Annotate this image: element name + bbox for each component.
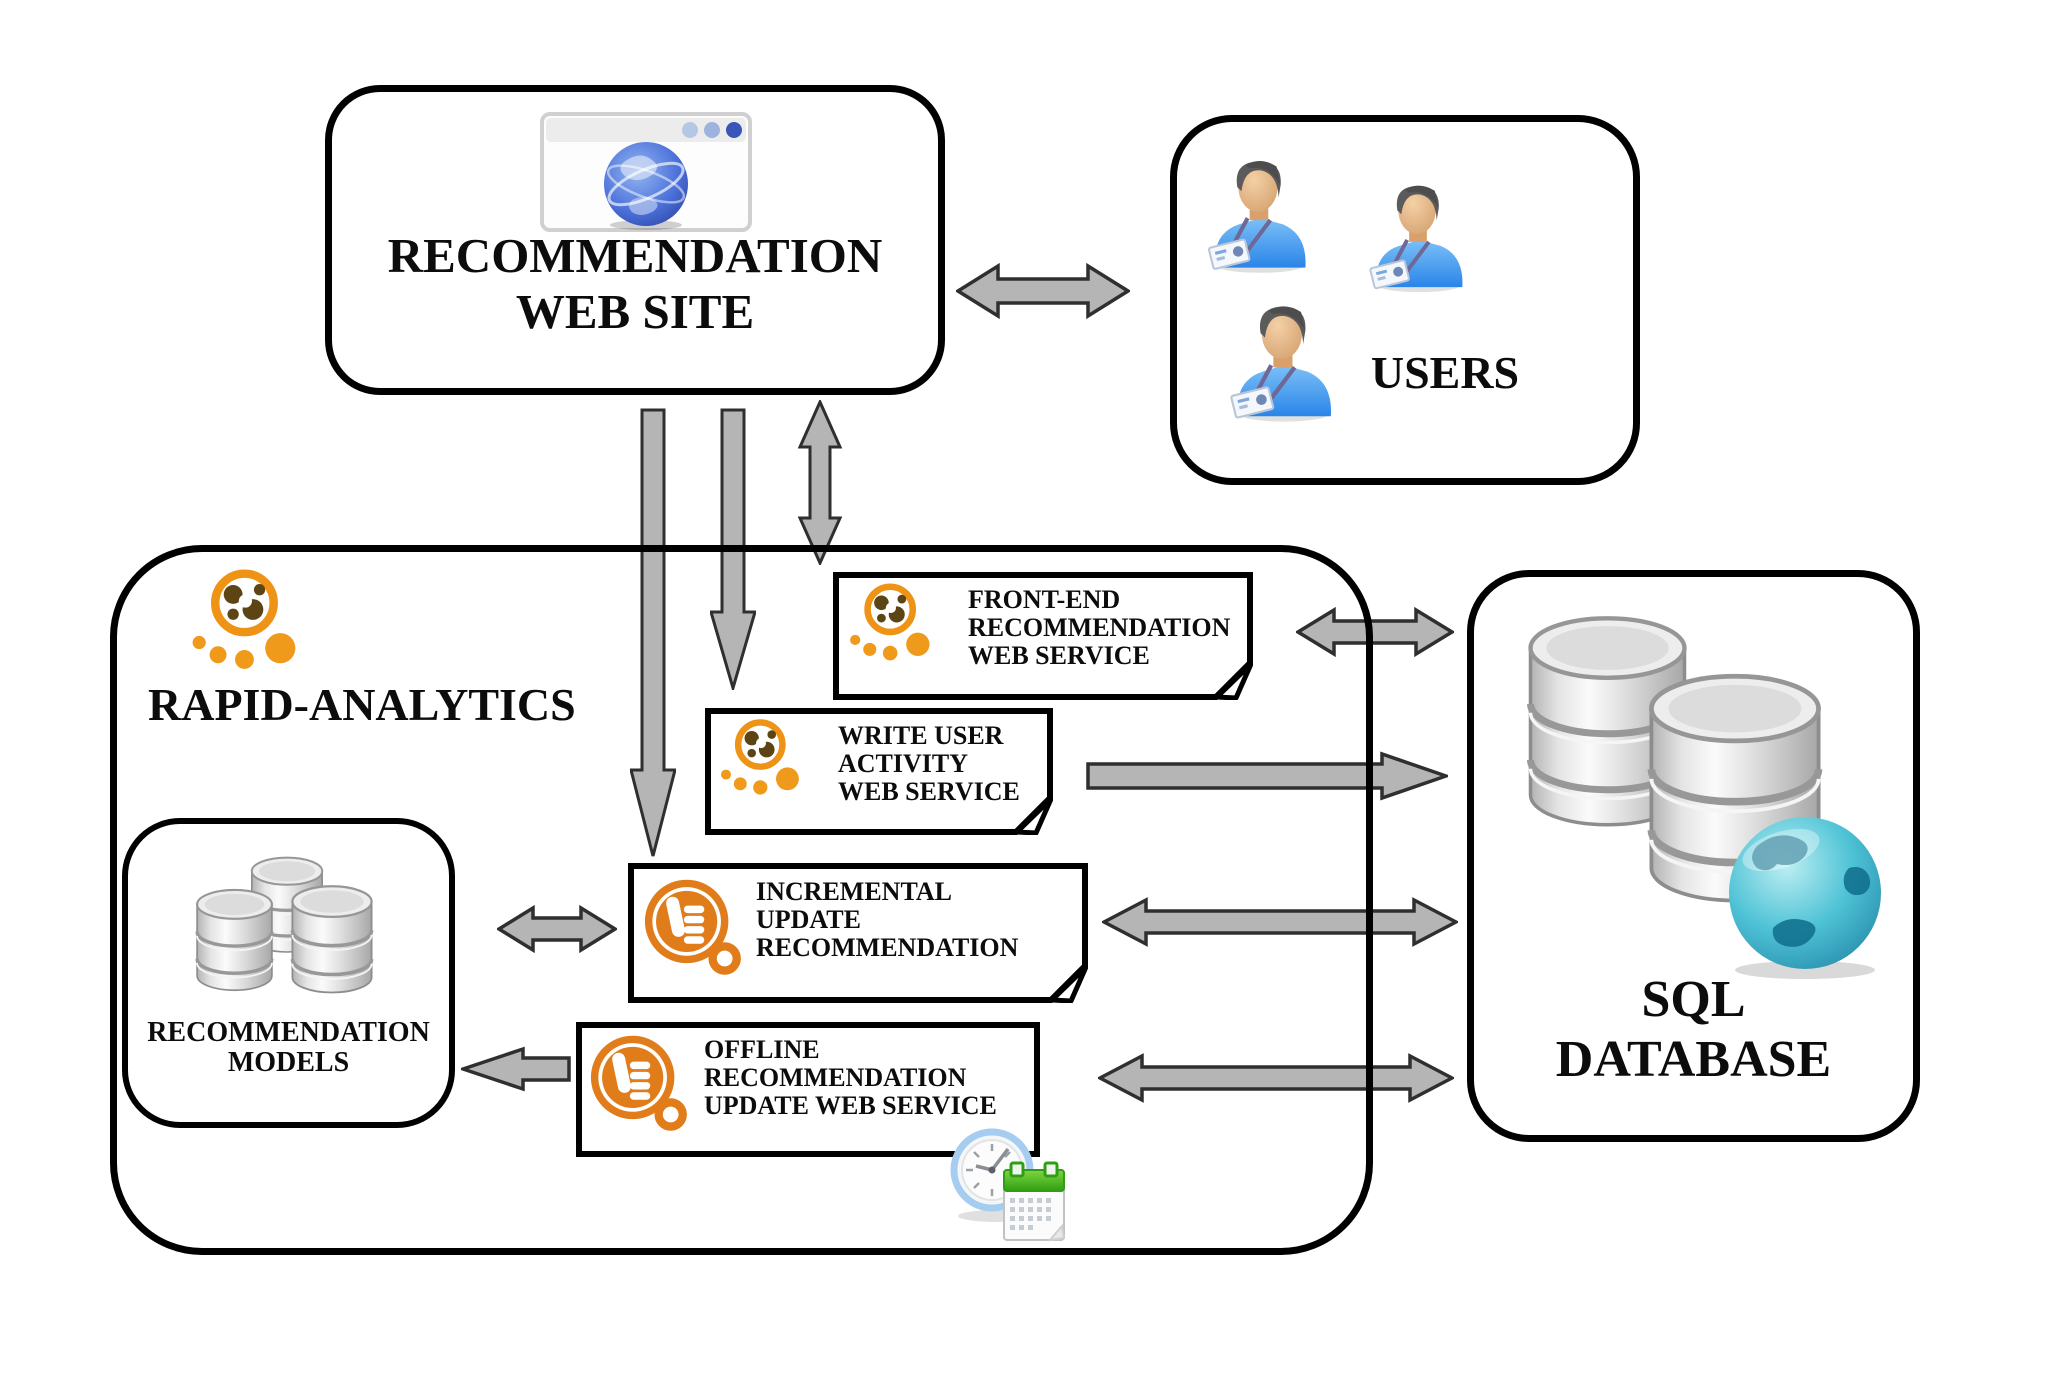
rapid-analytics-title: RAPID-ANALYTICS [148,679,576,730]
rapid-analytics-gears-icon [186,565,318,671]
browser-globe-icon [540,112,752,232]
arrow-offline-sql [1098,1053,1454,1103]
write-user-activity-label: WRITE USER ACTIVITY WEB SERVICE [838,721,1020,806]
sql-title-line1: SQL [1641,971,1746,1028]
users-title: USERS [1370,347,1520,398]
arrow-models-incremental [497,905,617,953]
incremental-update-label: INCREMENTAL UPDATE RECOMMENDATION [756,877,1019,962]
website-title-line2: WEB SITE [515,284,755,339]
write-user-activity-node [705,708,1053,835]
folded-corner [1010,792,1053,835]
front-end-web-service-label: FRONT-END RECOMMENDATION WEB SERVICE [968,585,1231,670]
folded-corner [1210,657,1253,700]
models-title-line1: RECOMMENDATION [147,1017,430,1048]
models-title-line2: MODELS [227,1047,350,1078]
rapid-analytics-container [110,545,1373,1255]
offline-update-label: OFFLINE RECOMMENDATION UPDATE WEB SERVIC… [704,1035,997,1120]
arrow-website-users [956,262,1130,320]
arrow-write-sql [1086,751,1448,801]
user-figure-icon [1368,183,1465,295]
thumb-up-recommendation-icon [642,876,748,978]
rapid-analytics-gears-icon [716,716,816,796]
rapid-analytics-gears-icon [845,580,947,662]
database-globe-icon [1505,598,1881,979]
clock-calendar-icon [950,1128,1066,1242]
sql-title-line2: DATABASE [1555,1031,1832,1088]
user-figure-icon [1218,288,1350,436]
front-end-web-service-node [833,572,1253,700]
arrow-website-incremental-down [630,408,676,857]
arrow-offline-models [461,1046,571,1092]
website-title-line1: RECOMMENDATION [387,228,883,283]
users-node [1170,115,1640,485]
folded-corner [1045,960,1088,1003]
user-figure-icon [1196,142,1324,288]
database-stack-icon [195,855,374,995]
arrow-website-frontend-updown [798,400,842,565]
thumb-up-recommendation-icon [588,1032,694,1134]
